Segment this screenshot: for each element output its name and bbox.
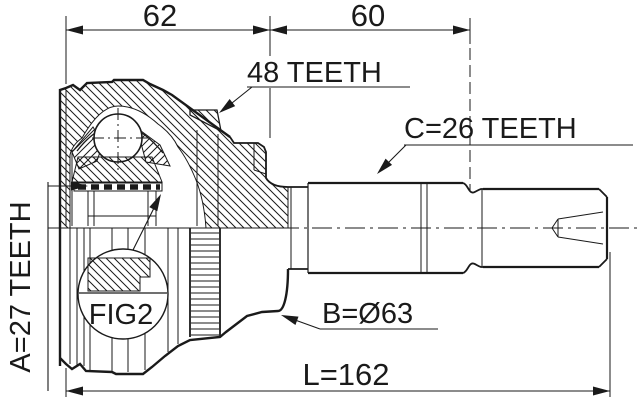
dim-length-text: L=162	[302, 357, 389, 392]
abs-tone-ring	[189, 109, 222, 133]
label-shaft-spline-teeth: C=26 TEETH	[373, 113, 633, 178]
fig2-leader-arrow	[149, 191, 166, 212]
center-hole	[551, 211, 604, 245]
housing-section	[58, 78, 289, 366]
ring-teeth-text: 48 TEETH	[247, 57, 382, 89]
inner-race	[71, 156, 163, 226]
boot-clamp-band	[189, 228, 221, 337]
fig2-detail-balloon: FIG2	[77, 191, 169, 340]
shaft-spline-section	[308, 181, 463, 275]
dimension-housing-width: 62	[65, 0, 271, 138]
label-inner-spline-teeth: A=27 TEETH	[5, 181, 88, 391]
shaft-spline-text: C=26 TEETH	[404, 113, 577, 145]
outer-diameter-text: B=Ø63	[322, 298, 413, 330]
dim-62-text: 62	[143, 0, 177, 33]
dim-60-text: 60	[351, 0, 385, 33]
inner-spline-text: A=27 TEETH	[5, 201, 37, 372]
fig2-label: FIG2	[89, 299, 153, 331]
dimension-total-length: L=162	[65, 252, 611, 397]
label-ring-teeth: 48 TEETH	[216, 57, 410, 117]
label-outer-diameter: B=Ø63	[279, 298, 438, 330]
shaft	[288, 181, 609, 275]
dimension-spline-length: 60	[270, 0, 471, 190]
